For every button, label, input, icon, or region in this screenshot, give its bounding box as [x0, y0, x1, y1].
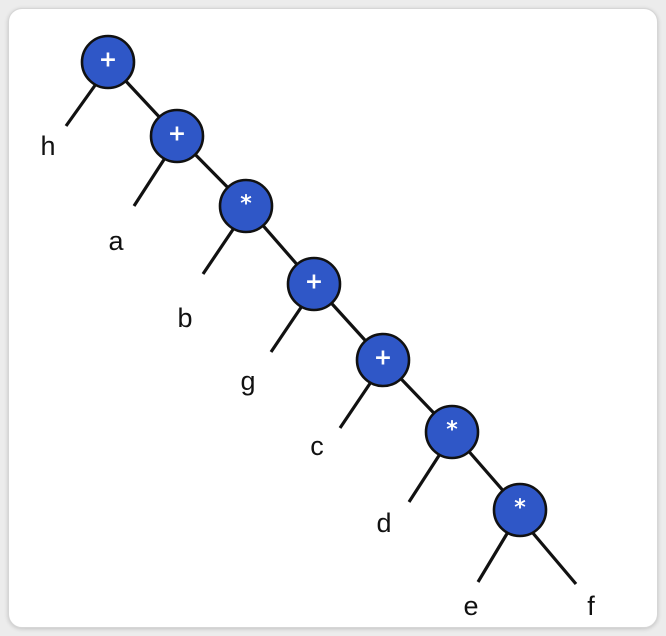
leaf-label-g: g	[240, 366, 255, 396]
operator-label: *	[240, 192, 252, 217]
edge-op6-leaf-f	[530, 530, 578, 586]
edge-op0-leaf-h	[64, 83, 98, 127]
operator-label: +	[168, 122, 186, 147]
operator-label: +	[374, 346, 392, 371]
operator-node-4: +	[286, 256, 342, 312]
operator-label: +	[305, 270, 323, 295]
leaf-label-h: h	[40, 131, 55, 161]
operator-label: *	[514, 496, 526, 521]
leaf-label-e: e	[463, 591, 478, 621]
operator-node-1: +	[80, 34, 136, 90]
operator-label: +	[99, 48, 117, 73]
leaf-label-a: a	[108, 226, 124, 256]
edge-op4-leaf-c	[338, 381, 373, 429]
leaf-label-f: f	[587, 591, 595, 621]
edge-op6-leaf-e	[476, 531, 510, 583]
operator-node-6: *	[424, 404, 480, 460]
operator-node-2: +	[149, 108, 205, 164]
edge-op2-leaf-b	[201, 227, 236, 275]
leaf-label-c: c	[310, 431, 324, 461]
leaf-label-b: b	[177, 303, 192, 333]
diagram-card	[8, 8, 658, 628]
operator-label: *	[446, 418, 458, 443]
operator-node-3: *	[218, 178, 274, 234]
operator-node-7: *	[492, 482, 548, 538]
edge-op3-leaf-g	[269, 305, 304, 353]
edge-op1-leaf-a	[132, 157, 167, 207]
edge-op5-leaf-d	[407, 453, 442, 503]
leaf-label-d: d	[376, 508, 391, 538]
operator-node-5: +	[355, 332, 411, 388]
